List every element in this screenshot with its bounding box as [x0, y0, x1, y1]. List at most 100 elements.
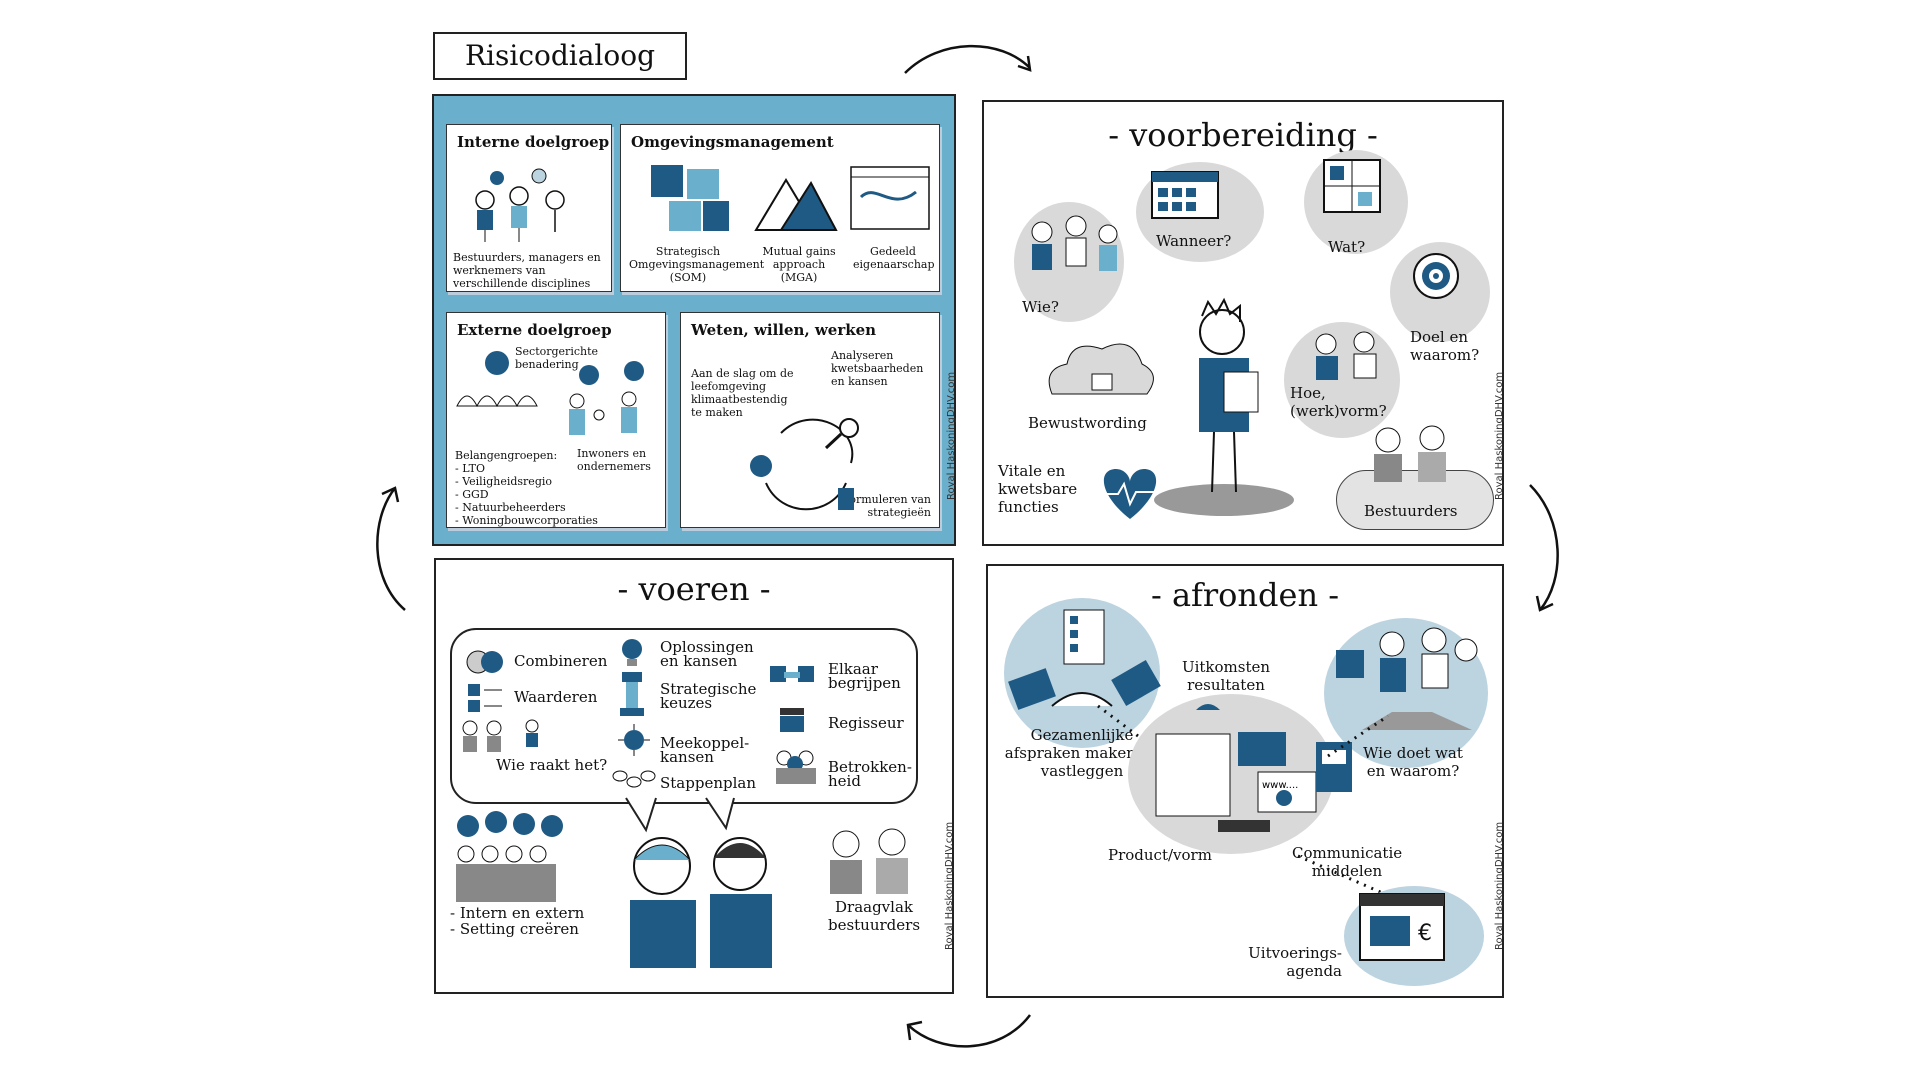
agreements-label: Gezamenlijke afspraken maken en vastlegg… — [1004, 726, 1160, 780]
cycle-arrow-left-icon — [376, 486, 406, 611]
agenda-calendar-icon: € — [1359, 893, 1445, 961]
signature: Royal HaskoningDHV.com — [1494, 821, 1505, 950]
sector-approach: Sectorgerichte benadering — [515, 345, 599, 371]
crowd-icon — [456, 351, 538, 408]
map-icon — [850, 166, 930, 230]
cycle-arrow-bottom-icon — [906, 1014, 1031, 1048]
svg-text:€: € — [1418, 921, 1432, 946]
solutions-label: Oplossingen en kansen — [660, 638, 754, 670]
how-label: Hoe, (werk)vorm? — [1290, 384, 1387, 420]
what-label: Wat? — [1328, 238, 1366, 256]
chess-rook-icon — [620, 672, 644, 716]
url-text: www.... — [1262, 780, 1298, 791]
combine-icon — [466, 650, 503, 674]
combine-label: Combineren — [514, 652, 608, 670]
interest-groups-title: Belangengroepen: — [455, 449, 558, 462]
administrators-label: Bestuurders — [1364, 502, 1458, 520]
director-label: Regisseur — [828, 714, 904, 732]
external-target-group-note: Externe doelgroep Sectorgerichte benader… — [446, 312, 666, 528]
grid-icon — [1323, 159, 1381, 213]
steps-icon — [612, 770, 656, 788]
communication-label: Communicatie middelen — [1292, 844, 1403, 880]
external-title: Externe doelgroep — [457, 321, 612, 339]
who-affected-label: Wie raakt het? — [496, 756, 608, 774]
cycle-icon — [750, 418, 859, 511]
plan-label: Stappenplan — [660, 774, 756, 792]
people-group-icon — [475, 168, 565, 242]
workshop-icon — [1315, 331, 1377, 380]
calendar-icon — [1151, 171, 1219, 219]
environment-management-note: Omgevingsmanagement Strategisch Omgeving… — [620, 124, 940, 292]
target-icon — [1413, 253, 1459, 299]
administrators-icon — [1374, 425, 1446, 482]
lightbulb-icon — [622, 639, 642, 666]
administrators-icon — [830, 828, 908, 894]
involvement-icon — [776, 750, 816, 784]
computer-devices-icon: www.... — [1155, 704, 1317, 832]
speech-bubble — [450, 628, 918, 804]
wwt-step1: Aan de slag om de leefomgeving klimaatbe… — [691, 367, 794, 419]
interest-group-item: - Veiligheidsregio — [455, 475, 553, 488]
finish-title: - afronden - — [1150, 576, 1340, 614]
interest-group-item: - Woningbouwcorporaties — [455, 514, 598, 527]
who-label: Wie? — [1022, 298, 1059, 316]
network-node-icon — [618, 724, 650, 756]
awareness-label: Bewustwording — [1028, 414, 1147, 432]
participants-icon — [456, 811, 563, 902]
agreements-icon — [1008, 609, 1161, 710]
how-blob — [1284, 322, 1400, 438]
environment-title: Omgevingsmanagement — [631, 133, 834, 151]
product-label: Product/vorm — [1108, 846, 1212, 864]
internal-target-group-note: Interne doelgroep Bestuurders, managers … — [446, 124, 612, 292]
heart-icon — [1102, 469, 1158, 519]
interest-group-item: - GGD — [455, 488, 489, 501]
conduct-title: - voeren - — [617, 570, 771, 608]
two-people-talking-icon — [630, 837, 772, 968]
affected-people-icon — [462, 719, 539, 752]
handshake-icon — [770, 666, 814, 682]
internal-external-label: - Intern en extern — [450, 904, 585, 922]
signature: Royal HaskoningDHV.com — [946, 371, 957, 500]
environment-item-som: Strategisch Omgevingsmanagement (SOM) — [629, 245, 765, 284]
team-puzzle-icon — [1336, 627, 1478, 730]
page-title: Risicodialoog — [433, 32, 687, 80]
preparation-title: - voorbereiding - — [1108, 116, 1378, 154]
roles-label: Wie doet wat en waarom? — [1363, 744, 1463, 780]
vital-functions-label: Vitale en kwetsbare functies — [998, 462, 1078, 516]
mountains-icon — [754, 178, 838, 231]
checklist-icon — [468, 684, 502, 712]
signature: Royal HaskoningDHV.com — [944, 821, 955, 950]
internal-desc: Bestuurders, managers en werknemers van … — [453, 251, 601, 290]
understand-label: Elkaar begrijpen — [828, 660, 901, 692]
clapperboard-icon — [780, 708, 804, 732]
interest-group-item: - Natuurbeheerders — [455, 501, 566, 514]
strategic-choices-label: Strategische keuzes — [660, 680, 757, 712]
setting-label: - Setting creëren — [450, 920, 579, 938]
know-want-work-note: Weten, willen, werken Aan de slag om de … — [680, 312, 940, 528]
residents-label: Inwoners en ondernemers — [577, 447, 651, 473]
admins-blob — [1336, 470, 1494, 530]
interest-group-item: - LTO — [455, 462, 485, 475]
appraise-label: Waarderen — [514, 688, 598, 706]
people-icon — [1031, 215, 1118, 271]
wwt-step2: Analyseren kwetsbaarheden en kansen — [831, 349, 924, 388]
finish-panel: - afronden - Gezamenlijke afspraken make… — [986, 564, 1504, 998]
wwt-step3: Formuleren van strategieën — [842, 493, 931, 519]
internal-title: Interne doelgroep — [457, 133, 610, 151]
cycle-arrow-right-icon — [1529, 484, 1559, 612]
cycle-arrow-top-icon — [904, 44, 1032, 74]
puzzle-icon — [651, 165, 729, 231]
agenda-label: Uitvoerings-agenda — [1248, 944, 1342, 980]
wwt-title: Weten, willen, werken — [691, 321, 877, 339]
preparation-panel: - voorbereiding - Wie? Wanneer? Wat? Doe… — [982, 100, 1504, 546]
involvement-label: Betrokken-heid — [828, 758, 912, 790]
support-label: Draagvlak bestuurders — [827, 898, 921, 934]
when-label: Wanneer? — [1156, 232, 1232, 250]
environment-item-mga: Mutual gains approach (MGA) — [762, 245, 836, 284]
signature: Royal HaskoningDHV.com — [1494, 371, 1505, 500]
bubble-tails-icon — [625, 797, 735, 833]
environment-item-ownership: Gedeeld eigenaarschap — [853, 245, 935, 271]
conduct-panel: - voeren - Combineren Waarderen Wie raak… — [434, 558, 954, 994]
linkage-label: Meekoppel-kansen — [660, 734, 750, 766]
awareness-cloud-icon — [1048, 343, 1154, 395]
